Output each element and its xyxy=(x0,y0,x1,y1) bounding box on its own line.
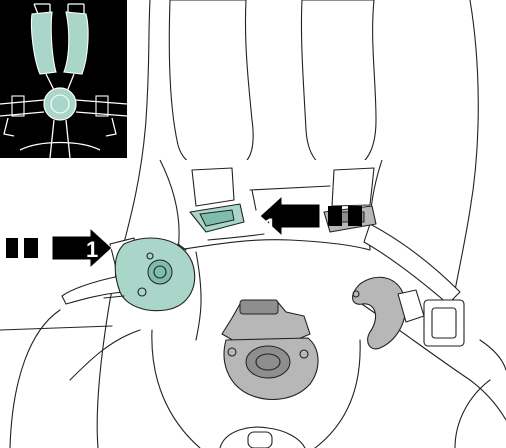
step-label-right: 1 xyxy=(264,214,276,239)
harness-overview-inset xyxy=(0,0,128,159)
upper-left-clip xyxy=(189,203,245,233)
left-buckle-tongue xyxy=(103,237,196,312)
harness-straps xyxy=(61,167,461,305)
center-buckle xyxy=(221,299,319,400)
right-buckle-tongue xyxy=(352,276,465,350)
arrow-left-icon: 1 xyxy=(259,194,362,239)
arrow-right-icon: 1 xyxy=(6,226,113,270)
step-label-left: 1 xyxy=(86,237,98,262)
